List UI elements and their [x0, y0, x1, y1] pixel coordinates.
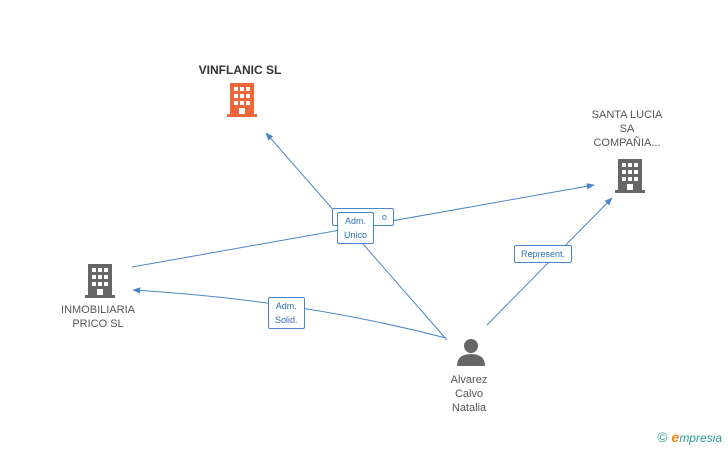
edge-label-represent[interactable]: Represent. [514, 245, 573, 263]
edge-label-adm-solid[interactable]: Adm. Solid. [268, 297, 305, 329]
node-label-vinflanic[interactable]: VINFLANIC SL [198, 63, 282, 77]
node-label-inmobiliaria[interactable]: INMOBILIARIA PRICO SL [61, 304, 135, 330]
node-label-person[interactable]: Alvarez Calvo Natalia [450, 374, 488, 414]
person-icon[interactable] [457, 339, 485, 366]
building-icon[interactable] [227, 83, 257, 117]
empresia-logo: ©empresia [657, 429, 722, 445]
edge-label-adm-unico[interactable]: Adm. Unico [337, 212, 375, 244]
copyright-icon: © [657, 429, 668, 445]
node-label-santa-lucia[interactable]: SANTA LUCIA SA COMPAÑIA... [591, 109, 663, 149]
building-icon[interactable] [615, 159, 645, 193]
building-icon[interactable] [85, 264, 115, 298]
